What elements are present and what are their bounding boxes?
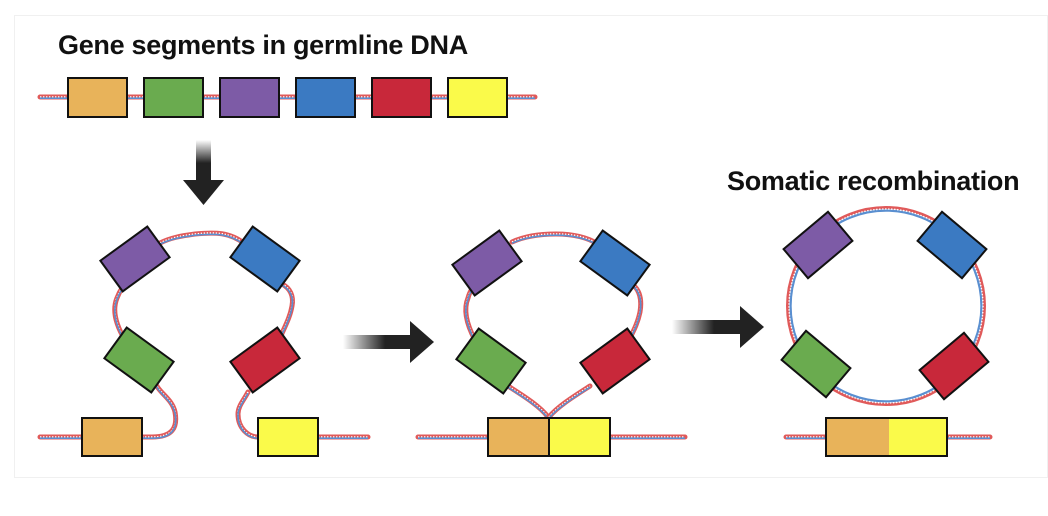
loop-stage-dna: [37, 230, 371, 440]
germline-segment-purple: [219, 77, 280, 118]
recombined-segment-yellow: [889, 418, 947, 456]
germline-title: Gene segments in germline DNA: [58, 30, 468, 60]
loop-segment-red: [228, 326, 302, 394]
right-arrow-icon-1: [343, 321, 434, 363]
loop-segment-blue: [228, 225, 302, 293]
joining-segment-red: [578, 327, 652, 395]
germline-segment-blue: [295, 77, 356, 118]
joining-segment-purple: [450, 229, 524, 297]
excised-circle-dna: [786, 206, 986, 406]
circle-segment-blue: [916, 210, 988, 280]
joining-segment-yellow: [548, 417, 611, 457]
recombined-segment-orange: [826, 418, 889, 456]
germline-segment-orange: [67, 77, 128, 118]
right-arrow-icon-2: [672, 306, 764, 348]
germline-segment-green: [143, 77, 204, 118]
circle-segment-green: [780, 329, 852, 399]
recombined-segment: [825, 417, 948, 457]
loop-segment-green: [102, 326, 176, 394]
recombined-segment-outline: [825, 417, 948, 457]
loop-segment-yellow: [257, 417, 319, 457]
loop-segment-orange: [81, 417, 143, 457]
germline-segment-yellow: [447, 77, 508, 118]
joining-segment-blue: [578, 229, 652, 297]
excised-circle-segments: [780, 210, 990, 401]
joining-segment-orange: [487, 417, 550, 457]
down-arrow-icon: [183, 140, 224, 205]
germline-segments: [67, 77, 508, 118]
loop-segment-purple: [98, 225, 172, 293]
somatic-recombination-title: Somatic recombination: [727, 166, 1020, 196]
loop-stage-segments: [81, 225, 319, 457]
circle-segment-red: [918, 331, 990, 401]
recombined-dna: [783, 434, 993, 440]
germline-segment-red: [371, 77, 432, 118]
joining-segment-green: [454, 327, 528, 395]
circle-segment-purple: [782, 210, 854, 280]
joining-stage-segments: [450, 229, 652, 457]
